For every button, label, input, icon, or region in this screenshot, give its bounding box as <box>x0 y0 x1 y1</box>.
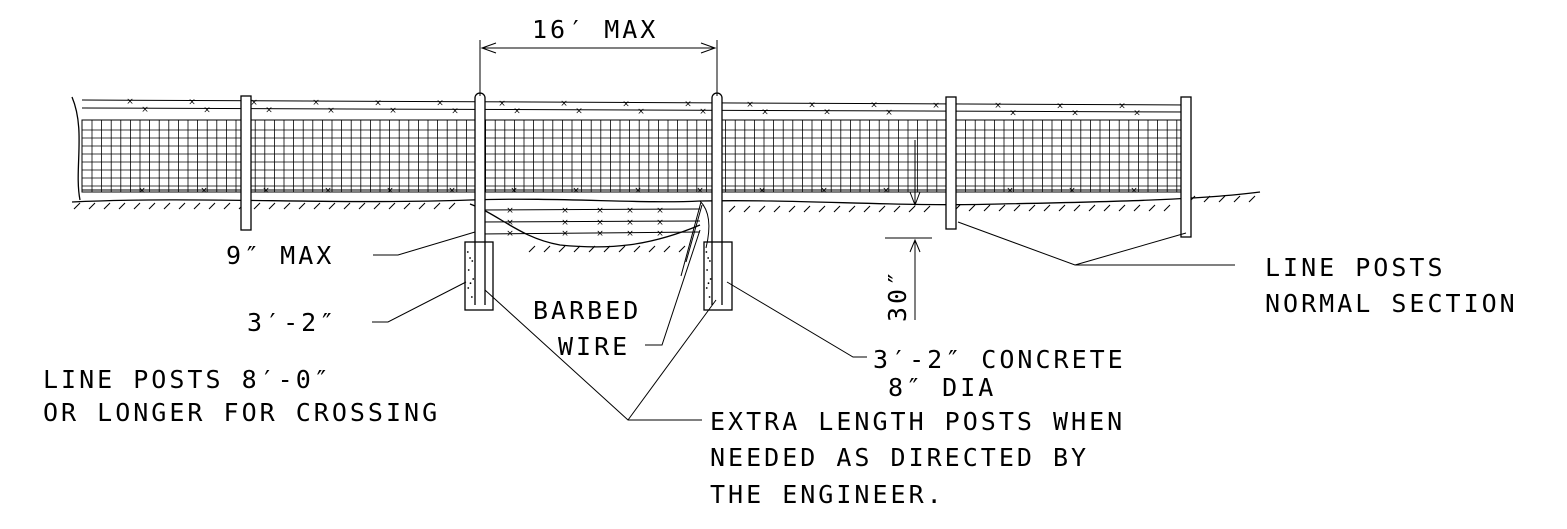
svg-text:×: × <box>699 107 707 117</box>
svg-text:×: × <box>994 101 1002 111</box>
svg-text:×: × <box>312 98 320 108</box>
svg-text:×: × <box>141 105 149 115</box>
svg-text:×: × <box>513 107 521 117</box>
svg-text:×: × <box>575 107 583 117</box>
svg-text:×: × <box>1009 108 1017 118</box>
line-posts-normal-label-2: NORMAL SECTION <box>1265 289 1518 318</box>
svg-text:×: × <box>451 106 459 116</box>
svg-text:×: × <box>138 186 146 196</box>
woven-wire-mesh <box>71 96 1183 201</box>
extra-length-label-2: NEEDED AS DIRECTED BY <box>710 443 1089 472</box>
svg-text:×: × <box>510 186 518 196</box>
svg-text:×: × <box>626 229 634 239</box>
svg-text:×: × <box>386 186 394 196</box>
svg-text:×: × <box>389 106 397 116</box>
svg-text:×: × <box>374 98 382 108</box>
svg-text:×: × <box>1118 102 1126 112</box>
svg-text:×: × <box>870 101 878 111</box>
svg-text:×: × <box>656 206 664 216</box>
svg-text:×: × <box>327 106 335 116</box>
svg-text:×: × <box>561 229 569 239</box>
svg-text:×: × <box>1130 186 1138 196</box>
svg-text:×: × <box>188 97 196 107</box>
svg-text:×: × <box>761 107 769 117</box>
svg-text:×: × <box>1071 109 1079 119</box>
svg-text:×: × <box>882 186 890 196</box>
crossing-label-2: OR LONGER FOR CROSSING <box>43 398 440 427</box>
svg-text:×: × <box>506 218 514 228</box>
svg-text:×: × <box>696 186 704 196</box>
svg-text:×: × <box>560 99 568 109</box>
svg-text:×: × <box>626 206 634 216</box>
svg-text:×: × <box>1068 186 1076 196</box>
span-dimension: 16′ MAX <box>479 15 718 96</box>
barbed-wire-label-2: WIRE <box>558 332 630 361</box>
svg-text:×: × <box>203 105 211 115</box>
svg-text:×: × <box>561 218 569 228</box>
span-label: 16′ MAX <box>532 15 658 44</box>
concrete-label-2: 8″ DIA <box>888 373 996 402</box>
svg-text:×: × <box>506 229 514 239</box>
svg-text:×: × <box>324 186 332 196</box>
svg-text:×: × <box>265 106 273 116</box>
svg-text:×: × <box>656 229 664 239</box>
svg-text:×: × <box>436 99 444 109</box>
svg-text:×: × <box>758 186 766 196</box>
leader-lines <box>372 200 1235 421</box>
svg-text:×: × <box>200 186 208 196</box>
depth-label: 30″ <box>883 268 912 322</box>
svg-text:×: × <box>561 206 569 216</box>
footing-left-label: 3′-2″ <box>247 308 337 337</box>
svg-text:×: × <box>596 206 604 216</box>
svg-text:×: × <box>572 186 580 196</box>
barbed-wire-label-1: BARBED <box>533 296 641 325</box>
svg-text:×: × <box>596 229 604 239</box>
svg-text:×: × <box>596 218 604 228</box>
svg-text:×: × <box>250 98 258 108</box>
svg-text:×: × <box>885 108 893 118</box>
svg-text:×: × <box>637 107 645 117</box>
svg-text:×: × <box>656 218 664 228</box>
svg-text:×: × <box>626 218 634 228</box>
barbed-wires: × × × × × × × × × × × × × × × × × × × × × × × × × × × × × × × × × × × × × × × ×… <box>81 97 1191 239</box>
svg-text:×: × <box>262 186 270 196</box>
concrete-label-1: 3′-2″ CONCRETE <box>873 345 1126 374</box>
line-posts-normal-label-1: LINE POSTS <box>1265 253 1446 282</box>
svg-text:×: × <box>126 97 134 107</box>
svg-text:×: × <box>932 101 940 111</box>
svg-text:×: × <box>808 100 816 110</box>
line-post-normal-1 <box>945 96 957 230</box>
extra-length-post-left <box>464 92 494 311</box>
line-post-normal-2 <box>1180 96 1192 238</box>
svg-text:×: × <box>448 186 456 196</box>
svg-text:×: × <box>622 99 630 109</box>
extra-length-label-1: EXTRA LENGTH POSTS WHEN <box>710 407 1125 436</box>
svg-text:×: × <box>820 186 828 196</box>
clearance-label: 9″ MAX <box>226 241 334 270</box>
line-post-1 <box>240 95 252 231</box>
svg-text:×: × <box>1056 101 1064 111</box>
svg-text:×: × <box>1133 109 1141 119</box>
svg-text:×: × <box>634 186 642 196</box>
extra-length-label-3: THE ENGINEER. <box>710 480 945 509</box>
crossing-label-1: LINE POSTS 8′-0″ <box>43 365 332 394</box>
svg-text:×: × <box>684 100 692 110</box>
svg-text:×: × <box>1006 186 1014 196</box>
svg-text:×: × <box>746 100 754 110</box>
svg-text:×: × <box>498 99 506 109</box>
depth-dimension: 30″ <box>883 140 932 322</box>
svg-text:×: × <box>506 206 514 216</box>
ground-line <box>71 191 1261 253</box>
svg-text:×: × <box>823 108 831 118</box>
